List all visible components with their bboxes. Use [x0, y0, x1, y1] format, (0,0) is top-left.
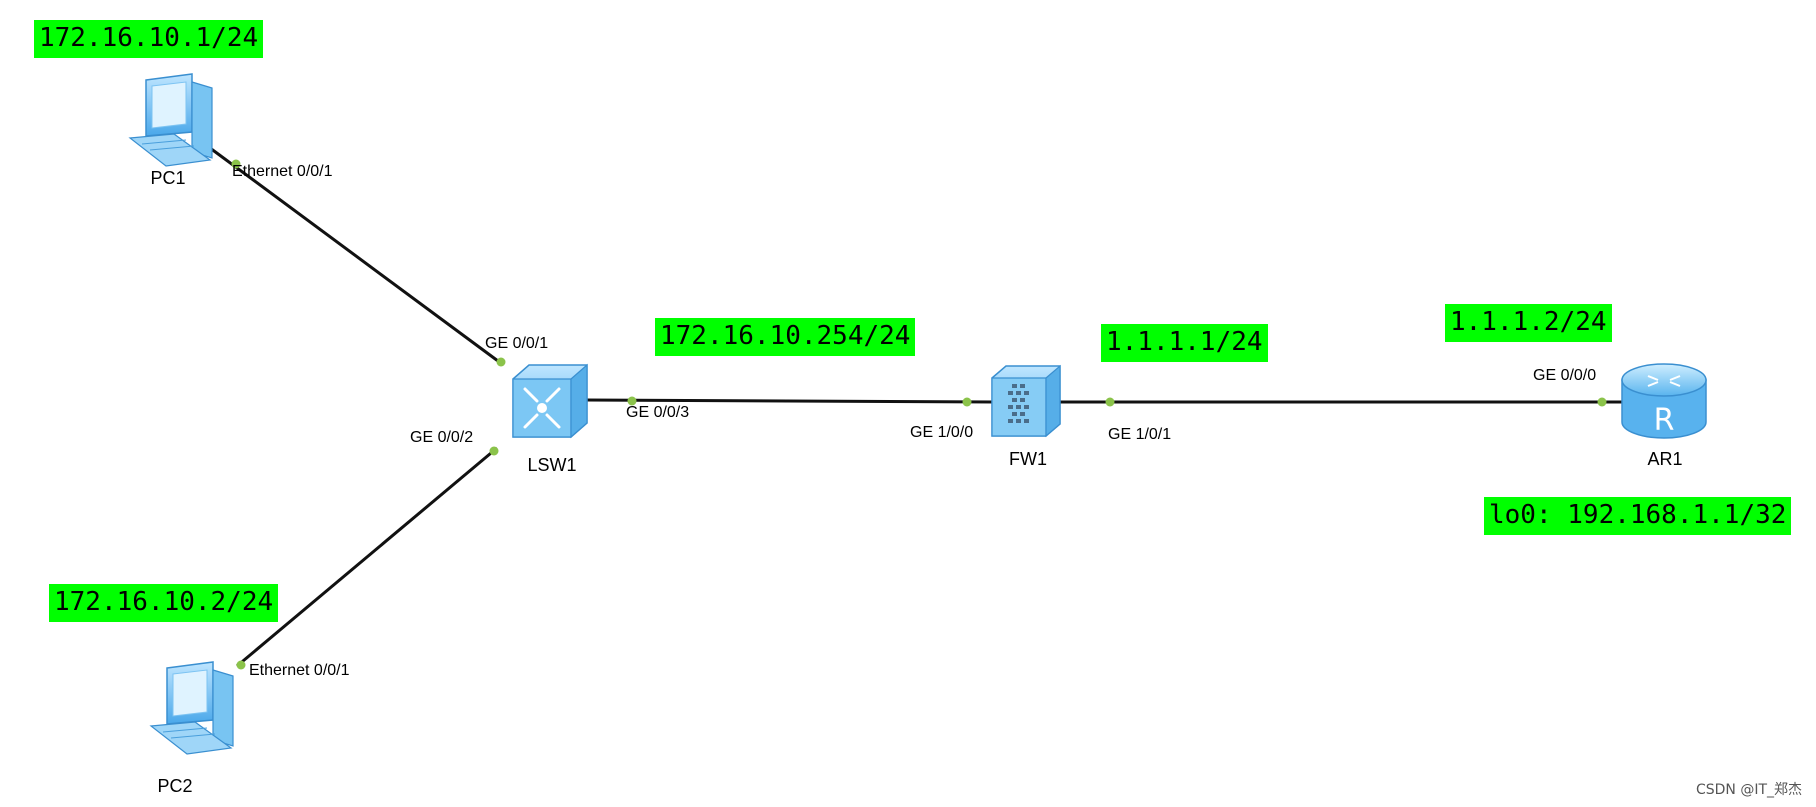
port-label-lsw1-ge2: GE 0/0/2 — [410, 429, 473, 446]
pc2-icon[interactable] — [149, 661, 234, 755]
port-label-pc1-eth: Ethernet 0/0/1 — [232, 163, 333, 180]
port-dot-pc1 — [231, 159, 241, 169]
device-label-fw1: FW1 — [1009, 449, 1047, 469]
port-dot-ar1 — [1597, 397, 1607, 407]
ip-label-ar-ge: 1.1.1.2/24 — [1445, 304, 1612, 342]
svg-text:R: R — [1654, 403, 1675, 438]
port-dot-pc2 — [236, 660, 246, 670]
port-label-lsw1-ge1: GE 0/0/1 — [485, 335, 548, 352]
pc1-icon[interactable] — [128, 73, 213, 167]
device-label-lsw1: LSW1 — [527, 455, 576, 475]
ip-label-ar-loopback: lo0: 192.168.1.1/32 — [1484, 497, 1792, 535]
port-dot-lsw1-ge1 — [496, 357, 506, 367]
device-label-ar1: AR1 — [1647, 449, 1682, 469]
ip-label-pc2: 172.16.10.2/24 — [49, 584, 279, 622]
router-icon[interactable]: R — [1621, 363, 1707, 439]
link-pc2-lsw1[interactable] — [236, 446, 498, 668]
firewall-icon[interactable] — [991, 364, 1061, 438]
port-dot-fw1-ge0 — [962, 397, 972, 407]
port-label-ar1-ge0: GE 0/0/0 — [1533, 367, 1596, 384]
link-pc1-lsw1[interactable] — [209, 146, 499, 363]
ip-label-lsw-link: 172.16.10.254/24 — [655, 318, 916, 356]
device-label-pc1: PC1 — [150, 168, 185, 188]
port-label-pc2-eth: Ethernet 0/0/1 — [249, 662, 350, 679]
ip-label-pc1: 172.16.10.1/24 — [34, 20, 264, 58]
port-dot-lsw1-ge3 — [627, 396, 637, 406]
ip-label-fw-outside: 1.1.1.1/24 — [1101, 324, 1268, 362]
port-label-fw1-ge0: GE 1/0/0 — [910, 424, 973, 441]
port-label-fw1-ge1: GE 1/0/1 — [1108, 426, 1171, 443]
port-dot-lsw1-ge2 — [489, 446, 499, 456]
port-label-lsw1-ge3: GE 0/0/3 — [626, 404, 689, 421]
link-lsw1-fw1[interactable] — [585, 398, 996, 404]
port-dot-fw1-ge1 — [1105, 397, 1115, 407]
switch-icon[interactable] — [512, 363, 588, 439]
watermark: CSDN @IT_郑杰 — [1695, 782, 1802, 798]
device-label-pc2: PC2 — [157, 776, 192, 796]
